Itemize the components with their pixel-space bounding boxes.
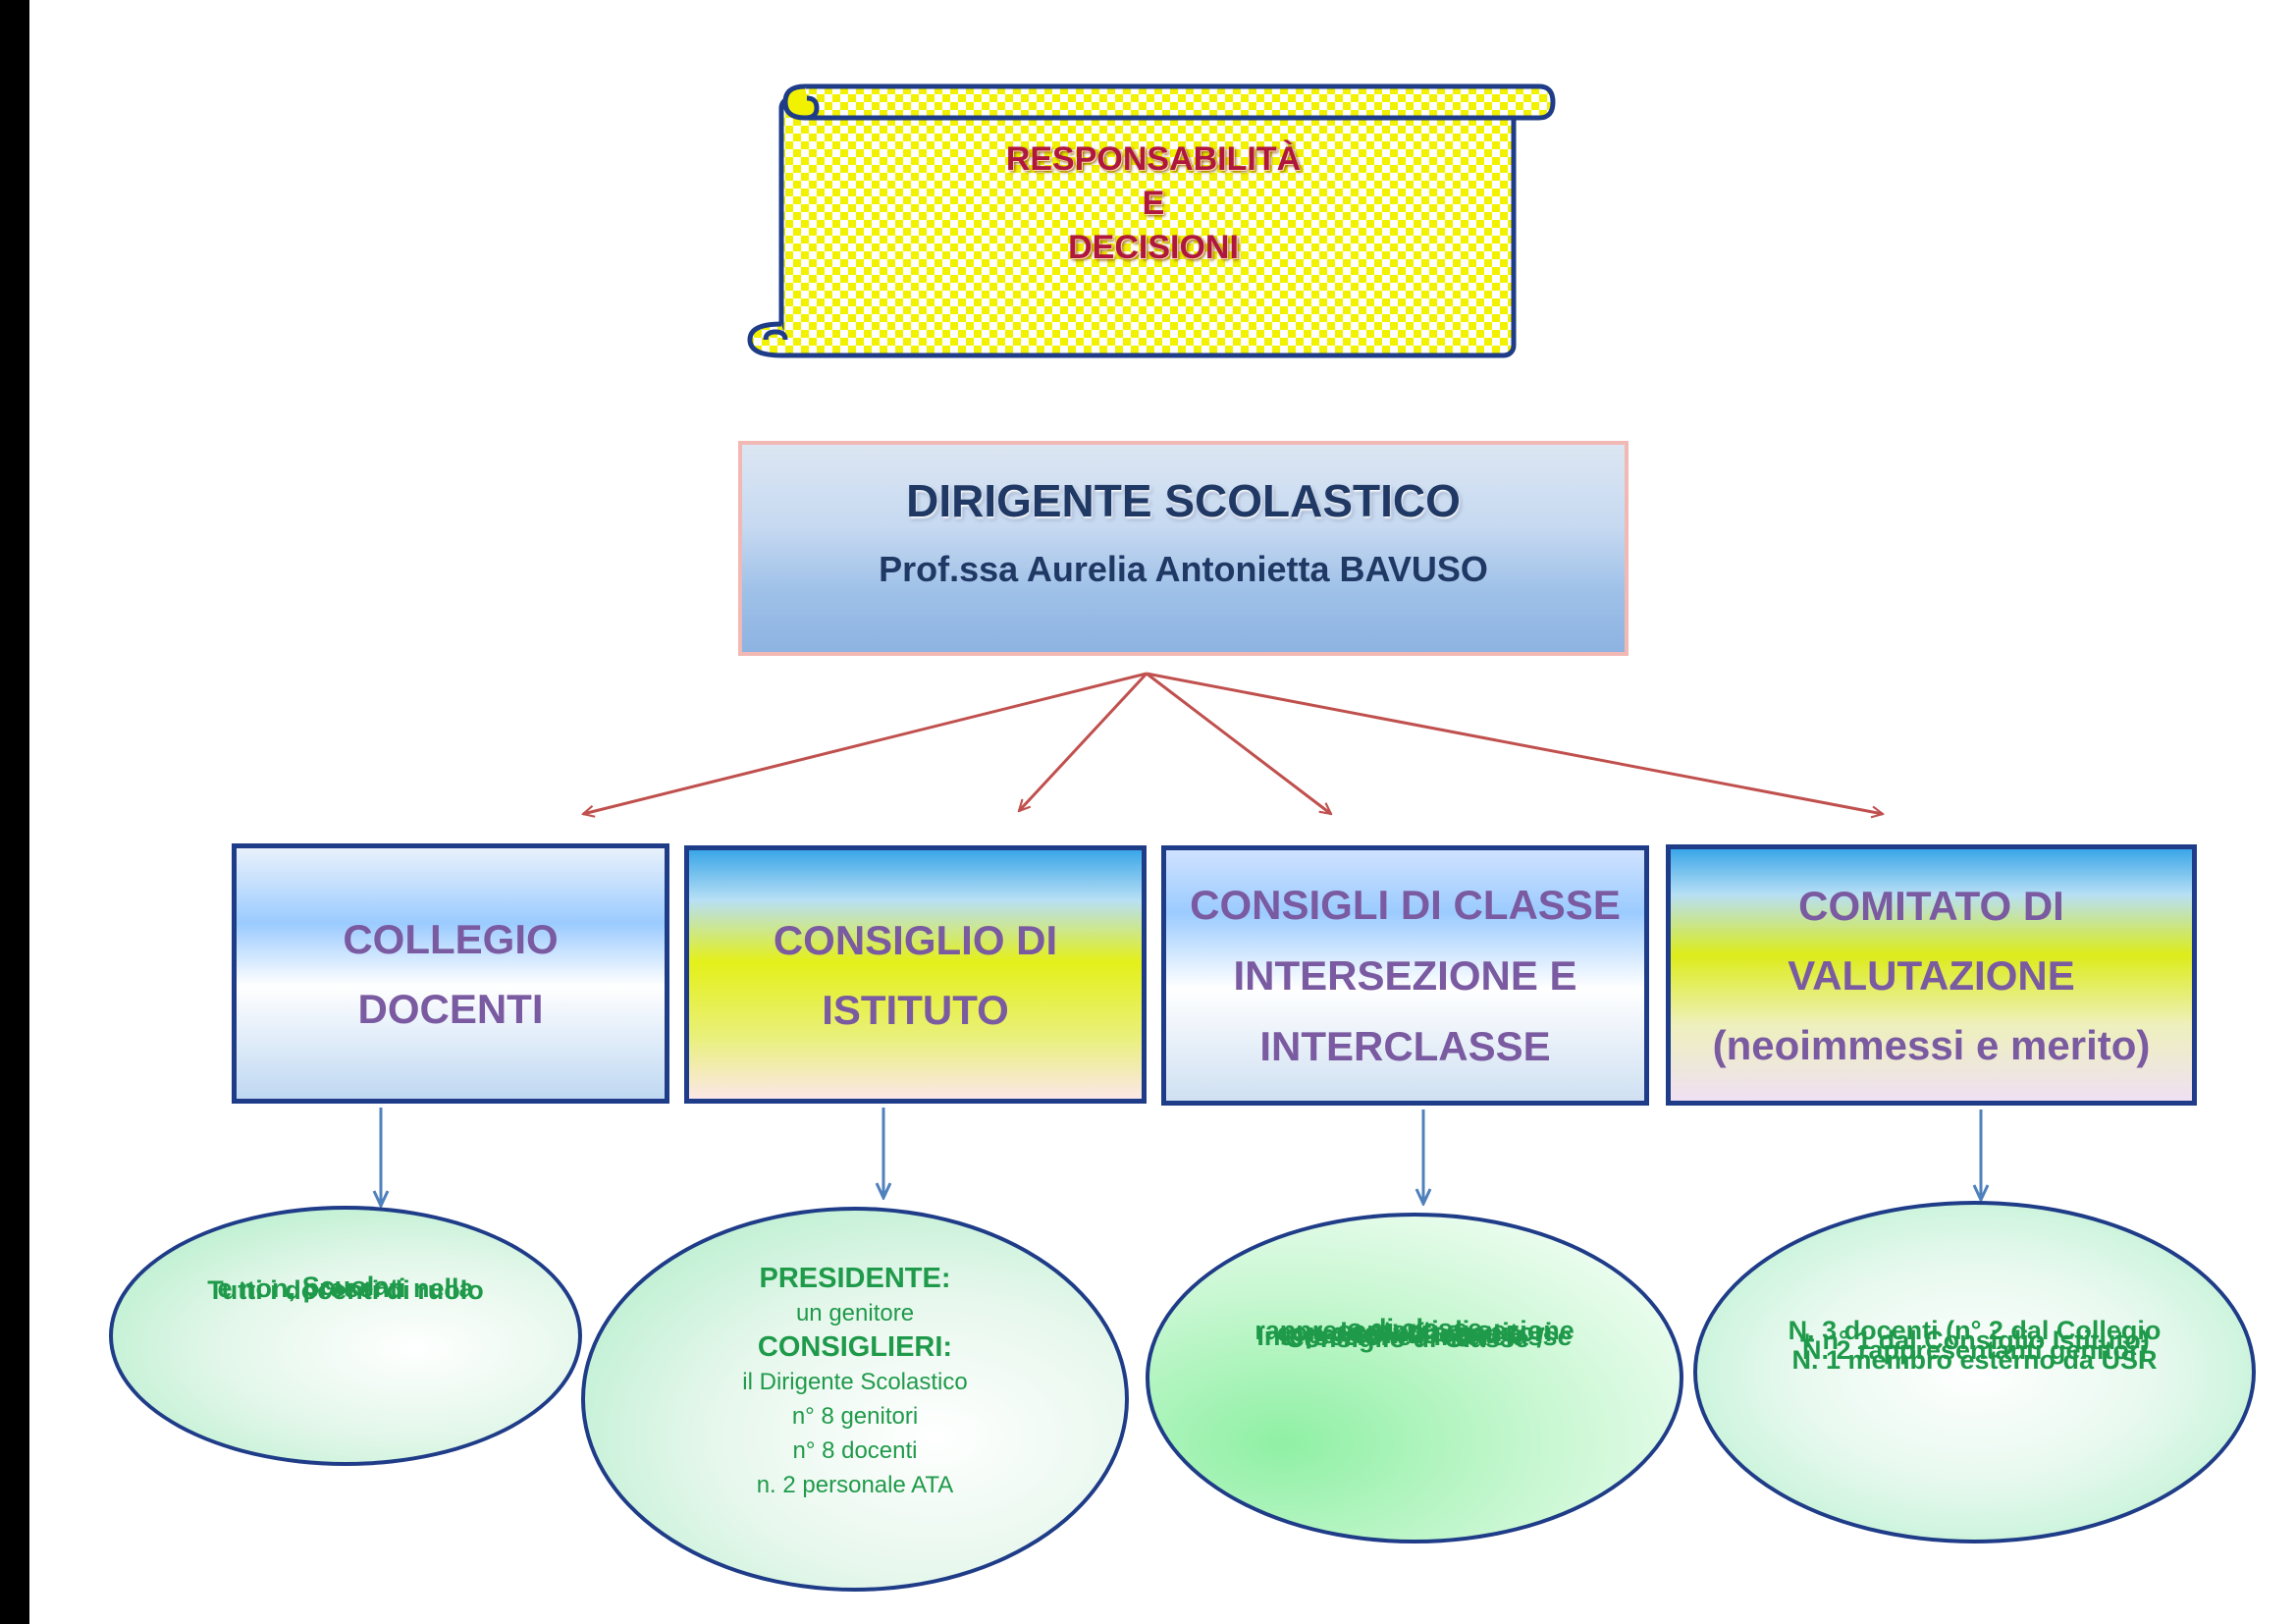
detail-line: N. 3 docenti (n° 2 dal Collegio bbox=[1788, 1315, 2162, 1345]
arrow-to-consiglio-istituto bbox=[1019, 672, 1148, 811]
consigliere-item: n. 2 personale ATA bbox=[756, 1472, 954, 1498]
organ-label: ISTITUTO bbox=[822, 986, 1009, 1033]
presidente-label: PRESIDENTE: bbox=[759, 1263, 951, 1294]
detail-line: Tutti i docenti di ruolo bbox=[207, 1275, 484, 1305]
classe-detail-ellipse: Consiglio di Classe / Intersezione / Int… bbox=[1146, 1213, 1683, 1543]
diagram-title: RESPONSABILITÀ E DECISIONI bbox=[923, 137, 1384, 270]
comitato-valutazione-box: COMITATO DI VALUTAZIONE (neoimmessi e me… bbox=[1666, 844, 2197, 1106]
title-scroll-banner bbox=[747, 83, 1556, 358]
dirigente-box: DIRIGENTE SCOLASTICO Prof.ssa Aurelia An… bbox=[738, 441, 1629, 656]
detail-line: rappresentanti di sezione bbox=[1255, 1315, 1575, 1345]
collegio-docenti-box: COLLEGIO DOCENTI bbox=[232, 843, 669, 1104]
detail-line: Scuola bbox=[301, 1272, 390, 1301]
detail-line: e non, presenti nella bbox=[217, 1273, 474, 1303]
organ-label: CONSIGLI DI CLASSE bbox=[1190, 881, 1621, 928]
title-line-2: E bbox=[1142, 185, 1165, 222]
title-line-1: RESPONSABILITÀ bbox=[1005, 140, 1302, 178]
arrow-to-comitato bbox=[1146, 672, 1883, 814]
consiglio-istituto-box: CONSIGLIO DI ISTITUTO bbox=[684, 845, 1147, 1104]
consigli-classe-box: CONSIGLI DI CLASSE INTERSEZIONE E INTERC… bbox=[1161, 845, 1649, 1106]
detail-line: + n° 1 dal Consiglio Istituto) bbox=[1799, 1325, 2150, 1355]
organ-label: INTERSEZIONE E bbox=[1233, 951, 1577, 999]
consigliere-item: n° 8 docenti bbox=[792, 1437, 918, 1464]
organ-label: COLLEGIO bbox=[343, 915, 559, 962]
detail-line: con docenti e genitori bbox=[1276, 1317, 1553, 1347]
organ-label: (neoimmessi e merito) bbox=[1712, 1021, 2151, 1068]
arrow-to-collegio bbox=[583, 672, 1148, 814]
dirigente-name: Prof.ssa Aurelia Antonietta BAVUSO bbox=[879, 549, 1488, 589]
consigliere-item: il Dirigente Scolastico bbox=[742, 1369, 968, 1395]
organ-label: INTERCLASSE bbox=[1259, 1022, 1551, 1069]
consiglieri-label: CONSIGLIERI: bbox=[757, 1331, 953, 1363]
organ-label: DOCENTI bbox=[357, 985, 544, 1032]
collegio-detail-ellipse: Tutti i docenti di ruolo e non, presenti… bbox=[109, 1206, 582, 1466]
detail-line: o di classe bbox=[1346, 1313, 1483, 1343]
detail-line: per soli docenti o bbox=[1305, 1319, 1524, 1349]
organ-label: VALUTAZIONE bbox=[1788, 951, 2075, 999]
detail-line: Consiglio di Classe / bbox=[1284, 1323, 1545, 1353]
title-line-3: DECISIONI bbox=[1068, 229, 1239, 266]
presidente-value: un genitore bbox=[795, 1300, 915, 1326]
consigliere-item: n° 8 genitori bbox=[791, 1403, 919, 1430]
detail-line: Intersezione / Interclasse bbox=[1256, 1321, 1573, 1351]
dirigente-role: DIRIGENTE SCOLASTICO bbox=[906, 475, 1461, 526]
istituto-detail-ellipse: PRESIDENTE: un genitore CONSIGLIERI: il … bbox=[581, 1207, 1129, 1592]
detail-line: N. 2 rappresentanti genitori bbox=[1801, 1334, 2148, 1365]
comitato-detail-ellipse: N. 3 docenti (n° 2 dal Collegio + n° 1 d… bbox=[1693, 1201, 2256, 1543]
organ-label: CONSIGLIO DI bbox=[773, 916, 1058, 963]
arrow-to-consigli-classe bbox=[1146, 672, 1331, 814]
left-edge-bar bbox=[0, 0, 29, 1624]
organ-label: COMITATO DI bbox=[1798, 882, 2064, 929]
detail-line: N. 1 membro esterno da USR bbox=[1791, 1344, 2158, 1375]
